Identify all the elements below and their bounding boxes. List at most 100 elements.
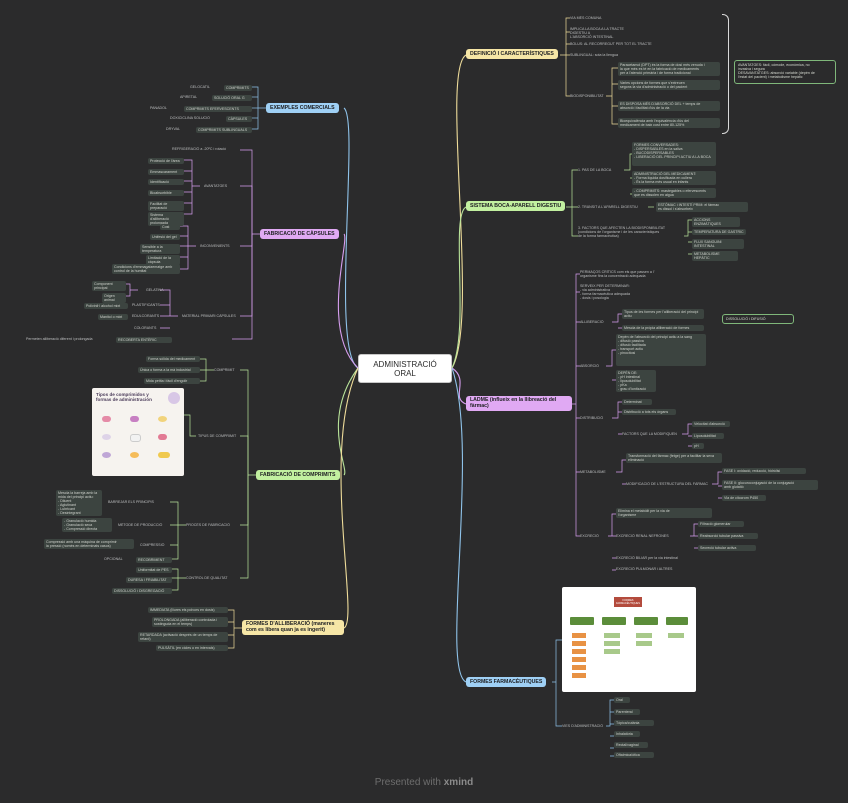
exemple-b-5: COMPRIMITS SUBLINGUALS	[196, 127, 252, 134]
distribucio-item-2: Distribució a tots els òrgans	[622, 409, 676, 416]
exemple-b-2: SOLUCIÓ ORAL G	[212, 95, 252, 102]
gelatina-label: GELATINA	[146, 288, 164, 292]
inconvenients-label: INCONVENIENTS	[200, 244, 230, 248]
xmind-brand: xmind	[443, 777, 474, 788]
biodisponibilitat-label: BIODISPONIBILITAT	[570, 94, 604, 98]
material-label: MATERIAL PRIMARI CÀPSULES	[182, 314, 236, 318]
branch-exemples-comercials[interactable]: EXEMPLES COMERCIALS	[266, 103, 339, 113]
sistema-b-label: 2. TRÀNSIT A L'APARELL DIGESTIU	[578, 205, 638, 209]
absorcio-item-2: DEPÈN DE: - pH intestinal - liposolubili…	[616, 370, 656, 392]
via-item-1: Oral	[614, 697, 630, 704]
sistema-a-label: 1. PAS DE LA BOCA	[578, 168, 612, 172]
branch-formes-farmaceutiques[interactable]: FORMES FARMACÈUTIQUES	[466, 677, 547, 687]
exemple-b-1: COMPRIMITS	[224, 85, 252, 92]
sistema-c-item-4: METABOLISME HEPÀTIC	[692, 251, 738, 262]
root-topic[interactable]: ADMINISTRACIÓ ORAL	[358, 354, 452, 383]
capsules-bottom-b: RECOBERTA ENTÈRIC	[116, 337, 172, 344]
avantatge-4: Bioabsorbible	[148, 190, 184, 197]
proces-b-2: MÈTODE DE PRODUCCIÓ	[118, 523, 163, 527]
excrecio-renal-3: Secreció tubular activa	[698, 545, 756, 552]
comprimit-label: COMPRIMIT	[214, 368, 235, 372]
definicio-item-4: SUBLINGUAL: sota la llengua	[570, 53, 618, 57]
exemple-a-2: APIRETAL	[180, 95, 198, 99]
dist-factors-label: FACTORS QUE LA MODIFIQUEN	[622, 432, 677, 436]
definicio-item-3: BOLUS: AL RECORREGUT PER TOT EL TRACTE	[570, 42, 652, 46]
material-a-2: Manitol o mixt	[98, 314, 128, 321]
exemple-a-3: PANADOL	[150, 106, 167, 110]
excrecio-top: Elimina el metabòlit per la via de l'org…	[616, 508, 712, 518]
proces-b-1: BARREJAR ELS PRINCIPIS	[108, 500, 154, 504]
absorcio-label: ABSORCIÓ	[580, 364, 599, 368]
definicio-item-6: Varies opcions de formes que s'extreuen …	[618, 80, 720, 90]
alliberacio-item-4: PULSÀTIL (en cicles o en intervals)	[156, 645, 228, 652]
definicio-item-7: ES DISPOSA MÉS D'ABSORCIÓ DEL + temps de…	[618, 101, 720, 111]
footer-prefix: Presented with	[374, 777, 441, 788]
control-item-3: DISSOLUCIÓ i DISGREGACIÓ	[112, 588, 172, 595]
metabolisme-sub-1: FASE I: oxidació, reducció, hidròlisi	[722, 468, 806, 475]
gelatina-item-2: Origen animal	[102, 293, 126, 304]
metabolisme-item-1: Transformació del fàrmac (fetge) per a f…	[626, 453, 722, 463]
dist-factor-3: pH	[692, 443, 704, 450]
diagram-row	[570, 617, 688, 627]
control-label: CONTROL DE QUALITAT	[186, 576, 228, 580]
alliberacio-callout: DISSOLUCIÓ i DIFUSIÓ	[722, 314, 794, 325]
image-title: Tipos de comprimidos y formas de adminis…	[96, 392, 152, 403]
avantatge-5: Facilitat de preparació	[148, 201, 184, 212]
diagram-leaves	[570, 633, 688, 683]
proces-a-2: - Granulació humida - Granulació seca - …	[62, 518, 112, 532]
absorcio-item-1: Depèn de l'absorció del principi actiu a…	[616, 334, 706, 366]
dist-factor-1: Velocitat d'absorció	[692, 421, 730, 428]
ladme-intro: PERMAÇOS CRÍTICS com els que passen a l'…	[580, 270, 655, 279]
ladme-alliberacio-2: Mescla de la pròpia alliberació de forme…	[622, 325, 704, 332]
exemple-b-4: CÀPSULES	[226, 116, 252, 123]
proces-a-4: OPCIONAL	[104, 557, 123, 561]
branch-formes-alliberacio[interactable]: FORMES D'ALLIBERACIÓ (maneres com es lib…	[242, 620, 344, 636]
sistema-c-item-3: FLUX SANGUINI INTESTINAL	[692, 239, 744, 250]
branch-sistema-digestiu[interactable]: SISTEMA BOCA-APARELL DIGESTIU	[466, 201, 566, 211]
via-item-4: Inhalatòria	[614, 731, 640, 738]
branch-definicio[interactable]: DEFINICIÓ I CARACTERÍSTIQUES	[466, 49, 558, 59]
dist-factor-2: Liposolubilitat	[692, 433, 724, 440]
excrecio-label: EXCRECIÓ	[580, 534, 599, 538]
metabolisme-sub-2: FASE II: glucuroconjugació de la conjuga…	[722, 480, 818, 490]
comprimit-item-1: Forma sòlida del medicament	[146, 356, 200, 363]
definicio-item-5: Paracetamol (DPT) és la forma de dosi mé…	[618, 62, 720, 76]
vies-label: VIES D'ADMINISTRACIÓ	[562, 724, 604, 728]
diagram-header-box: FORMES FARMACÈUTIQUES	[614, 597, 642, 607]
exemple-a-1: GELOCATIL	[190, 85, 210, 89]
tipus-comprimit-image: Tipos de comprimidos y formas de adminis…	[92, 388, 184, 476]
alliberacio-item-1: IMMEDIATA (lliures els polvors en dosis)	[148, 607, 228, 614]
via-item-3: Tòpica/cutània	[614, 720, 654, 727]
distribucio-label: DISTRIBUCIÓ	[580, 416, 604, 420]
metabolisme-label: METABOLISME	[580, 470, 606, 474]
inconvenient-1: Cost	[160, 224, 180, 231]
comprimit-item-2: Única o forma a la mà industrial	[138, 367, 200, 374]
exemple-b-3: COMPRIMITS EFERVESCENTS	[184, 106, 252, 113]
excrecio-renal-1: Filtració glomerular	[698, 521, 744, 528]
inconvenient-2: Unifesió del gel	[150, 234, 180, 241]
branch-fabricacio-capsules[interactable]: FABRICACIÓ DE CÀPSULES	[260, 229, 339, 239]
branch-fabricacio-comprimits[interactable]: FABRICACIÓ DE COMPRIMITS	[256, 470, 340, 480]
exemple-a-4: DOXICICLINA SOLUCIÓ	[170, 116, 210, 120]
capsules-bottom-a: Permeten alliberació diferent i prolonga…	[26, 337, 93, 341]
presented-with-footer: Presented with xmind	[0, 777, 848, 788]
definicio-item-1: VIA MÉS COMUNA	[570, 16, 602, 20]
sistema-b-item: ESTÓMAC i INTESTÍ PRIM: el fàrmac es dis…	[656, 202, 748, 212]
branch-ladme[interactable]: LADME (influeix en la llibreació del fàr…	[466, 396, 572, 412]
alliberacio-item-2: PROLONGADA (alliberació controlada i sos…	[152, 617, 228, 627]
proces-a-3: Compressió amb una màquina de comprimir …	[44, 539, 134, 549]
proces-a-1: Mescla la barreja amb la mida del princi…	[56, 490, 102, 516]
control-item-2: DURESA I FRIABILITAT	[126, 577, 172, 584]
capsules-top: REFRIGERACIÓ a -20ºC i rotació	[172, 147, 227, 151]
definicio-callout: AVANTATGES: fàcil, còmode, econòmica, no…	[734, 60, 836, 84]
inconvenient-5: Condicions d'emmagatzematge amb control …	[112, 264, 180, 274]
sistema-c-item-1: ACCIONS ENZIMÀTIQUES	[692, 217, 740, 228]
distribucio-item-1: Determinat	[622, 399, 652, 406]
material-b-2: EDULCORANTS	[132, 314, 160, 318]
excrecio-renal-label: EXCRECIÓ RENAL NEFRONES	[616, 534, 669, 538]
via-item-5: Rectal/vaginal	[614, 742, 648, 749]
excrecio-other-2: EXCRECIÓ PULMONAR i ALTRES	[616, 567, 673, 571]
pill-grid	[98, 414, 178, 470]
